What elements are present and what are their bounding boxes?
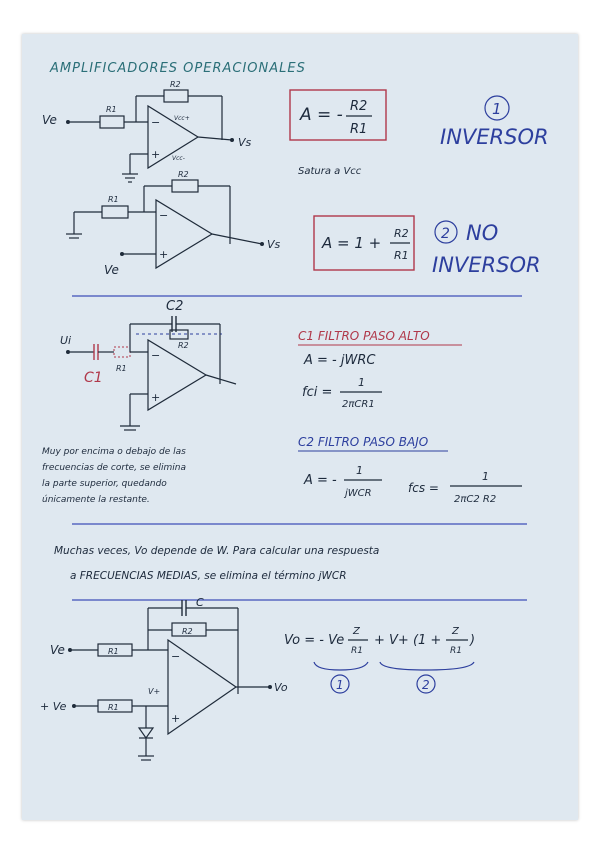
svg-text:1: 1 [358, 376, 365, 389]
resistor-r1 [101, 205, 129, 219]
svg-text:Vcc+: Vcc+ [174, 115, 190, 122]
svg-text:+ Ve: + Ve [40, 700, 67, 713]
svg-text:Ve: Ve [50, 643, 65, 657]
svg-text:1: 1 [356, 464, 363, 477]
svg-text:): ) [469, 633, 475, 648]
page-title: AMPLIFICADORES OPERACIONALES [49, 61, 306, 76]
filter-circuit: Ui C1 R1 C2 R2 − + [60, 299, 237, 431]
svg-text:−: − [159, 209, 168, 222]
svg-text:únicamente la restante.: únicamente la restante. [42, 495, 150, 505]
svg-text:+: + [159, 248, 168, 261]
svg-text:R2: R2 [178, 341, 189, 350]
inverter-title: INVERSOR [440, 125, 549, 149]
non-inverter-input-label: Ve [104, 263, 119, 277]
svg-text:R2: R2 [350, 99, 367, 114]
svg-text:R2: R2 [394, 227, 409, 240]
svg-text:fcs =: fcs = [408, 481, 439, 495]
resistor-r2 [171, 179, 199, 193]
svg-text:Vcc-: Vcc- [172, 155, 185, 162]
svg-text:la parte superior, quedando: la parte superior, quedando [42, 479, 167, 489]
svg-text:1: 1 [482, 470, 489, 483]
resistor-r2 [169, 329, 189, 340]
svg-text:2: 2 [441, 226, 450, 242]
section-number-2 [434, 220, 458, 244]
high-pass-title: C1 FILTRO PASO ALTO [298, 329, 430, 343]
svg-text:R2: R2 [170, 80, 181, 89]
svg-text:−: − [151, 349, 160, 362]
svg-text:2πCR1: 2πCR1 [342, 399, 375, 410]
opamp-symbol [167, 638, 238, 736]
svg-text:R1: R1 [108, 647, 119, 656]
svg-text:Z: Z [451, 626, 460, 637]
svg-text:R2: R2 [178, 170, 189, 179]
notebook-page: AMPLIFICADORES OPERACIONALES Ve R1 R2 − … [22, 34, 578, 820]
svg-text:R1: R1 [394, 249, 409, 262]
handwritten-notes: AMPLIFICADORES OPERACIONALES Ve R1 R2 − … [40, 61, 549, 761]
non-inverter-output-label: Vs [267, 238, 281, 251]
inverter-gain-formula: A = - R2 R1 [289, 89, 387, 141]
mid-frequency-note-line1: Muchas veces, Vo depende de W. Para calc… [54, 545, 379, 557]
svg-text:C2: C2 [166, 299, 183, 314]
svg-text:+: + [151, 391, 160, 404]
svg-text:−: − [171, 650, 180, 663]
zener-diode [137, 727, 155, 740]
svg-text:1: 1 [492, 100, 502, 118]
svg-text:A = 1 +: A = 1 + [321, 234, 381, 252]
low-pass-filter: C2 FILTRO PASO BAJO A = - 1 jWCR fcs = 1… [298, 435, 522, 505]
resistor-r1 [99, 115, 125, 129]
svg-text:R1: R1 [350, 122, 367, 137]
low-pass-title: C2 FILTRO PASO BAJO [298, 435, 428, 449]
svg-text:2πC2 R2: 2πC2 R2 [454, 494, 496, 505]
opamp-symbol [147, 104, 200, 170]
output-voltage-formula: Vo = - Ve Z R1 + V+ (1 + Z R1 ) 1 2 [284, 626, 475, 694]
resistor-r1 [113, 346, 131, 358]
svg-text:frecuencias de corte, se elimi: frecuencias de corte, se elimina [42, 463, 186, 473]
svg-text:C: C [196, 596, 204, 609]
svg-text:+ V+ (1 +: + V+ (1 + [374, 633, 441, 648]
svg-text:A = -: A = - [303, 473, 337, 488]
svg-text:R1: R1 [106, 105, 117, 114]
svg-text:Muy por encima o debajo de las: Muy por encima o debajo de las [42, 447, 186, 457]
svg-text:C1: C1 [84, 370, 103, 386]
svg-text:−: − [151, 116, 160, 129]
non-inverter-title-line2: INVERSOR [432, 253, 541, 277]
svg-text:R2: R2 [182, 627, 193, 636]
svg-text:R1: R1 [351, 646, 363, 656]
non-inverter-title-line1: NO [466, 221, 498, 245]
mid-frequency-note-line2: a FRECUENCIAS MEDIAS, se elimina el térm… [70, 570, 347, 582]
svg-text:A = - jWRC: A = - jWRC [303, 353, 376, 368]
term-marker-1: 1 [336, 678, 344, 692]
section-number-1 [484, 95, 510, 121]
svg-text:+: + [151, 148, 160, 161]
svg-text:A = -: A = - [299, 105, 343, 125]
opamp-symbol [147, 338, 208, 412]
inverter-input-label: Ve [42, 113, 57, 127]
filter-explanation-note: Muy por encima o debajo de las frecuenci… [42, 447, 186, 505]
non-inverter-gain-formula: A = 1 + R2 R1 [313, 215, 415, 271]
svg-text:Ui: Ui [60, 334, 71, 347]
inverter-output-label: Vs [238, 136, 252, 149]
svg-text:fci =: fci = [302, 385, 332, 400]
high-pass-filter: C1 FILTRO PASO ALTO A = - jWRC fci = 1 2… [298, 329, 462, 410]
summing-amplifier-circuit: C R2 Ve R1 − + Vo + Ve R1 V+ [40, 596, 288, 761]
svg-text:V+: V+ [148, 687, 160, 696]
svg-text:Vo = - Ve: Vo = - Ve [284, 633, 344, 648]
inverting-amplifier-circuit: Ve R1 R2 − + Vcc+ Vcc- Vs [42, 80, 252, 183]
summing-output-label: Vo [274, 681, 288, 694]
svg-text:R1: R1 [450, 646, 462, 656]
svg-text:Z: Z [352, 626, 361, 637]
svg-text:R1: R1 [108, 703, 119, 712]
non-inverting-amplifier-circuit: R1 R2 − + Vs Ve [66, 170, 281, 277]
svg-text:R1: R1 [116, 364, 127, 373]
term-marker-2: 2 [422, 678, 430, 692]
svg-text:R1: R1 [108, 195, 119, 204]
resistor-r2 [163, 89, 189, 103]
saturation-note: Satura a Vcc [298, 166, 362, 177]
opamp-symbol [155, 198, 214, 270]
svg-text:+: + [171, 712, 180, 725]
svg-text:jWCR: jWCR [343, 488, 372, 499]
